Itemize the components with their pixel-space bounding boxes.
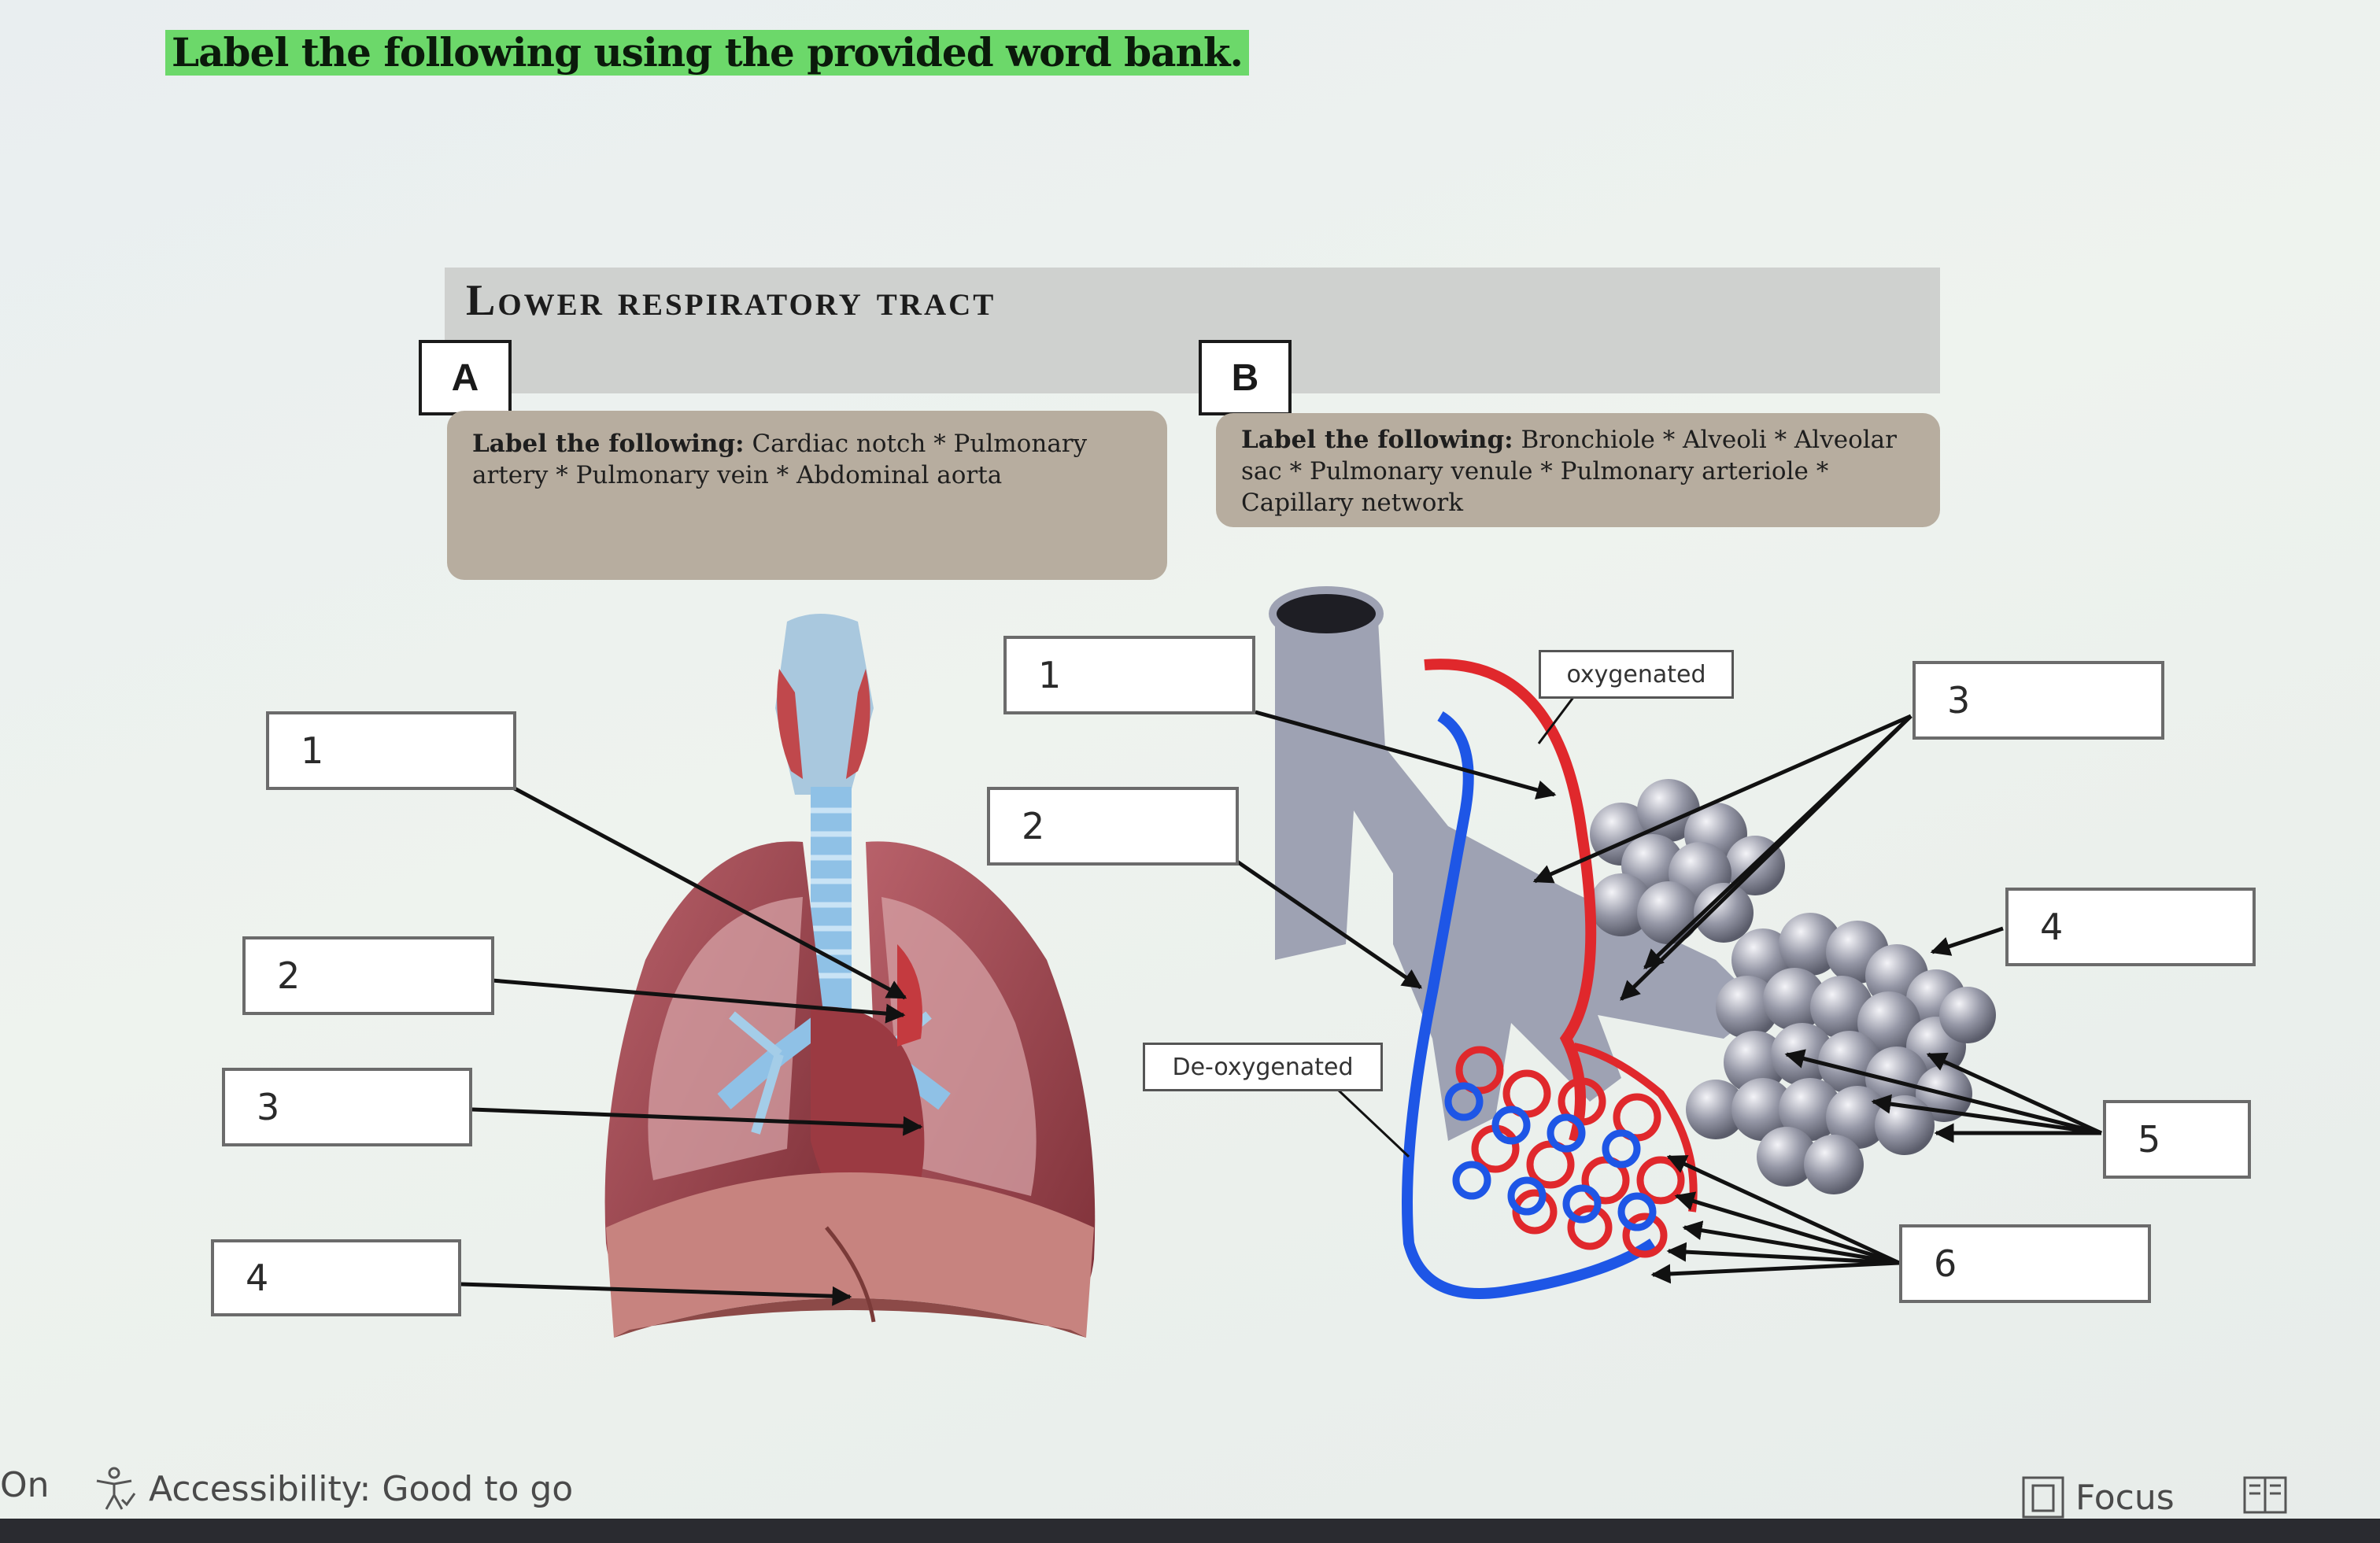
lungs-illustration (605, 614, 1096, 1338)
panel-b-label-box-2[interactable]: 2 (987, 787, 1239, 866)
focus-label: Focus (2075, 1478, 2175, 1518)
panel-b-label-box-6[interactable]: 6 (1899, 1224, 2151, 1303)
accessibility-icon (91, 1465, 138, 1512)
panel-b-label-box-1[interactable]: 1 (1003, 636, 1255, 714)
accessibility-status[interactable]: Accessibility: Good to go (91, 1465, 573, 1512)
panel-b-label-box-5[interactable]: 5 (2103, 1100, 2251, 1179)
book-view-icon (2241, 1473, 2289, 1517)
accessibility-text: Accessibility: Good to go (149, 1469, 573, 1509)
status-bar: On Accessibility: Good to go Focus (0, 1456, 2380, 1519)
panel-a-label-box-3[interactable]: 3 (222, 1068, 472, 1146)
read-mode-button[interactable] (2241, 1473, 2289, 1526)
panel-b-label-box-3[interactable]: 3 (1913, 661, 2164, 740)
panel-a-label-box-1[interactable]: 1 (266, 711, 516, 790)
screen-bezel (0, 1519, 2380, 1543)
panel-b-label-box-4[interactable]: 4 (2005, 888, 2256, 966)
focus-icon (2019, 1473, 2068, 1522)
status-left-fragment: On (0, 1465, 50, 1505)
oxygenated-tag: oxygenated (1539, 650, 1734, 699)
panel-a-label-box-2[interactable]: 2 (242, 936, 494, 1015)
panel-a-label-box-4[interactable]: 4 (211, 1239, 461, 1316)
focus-button[interactable]: Focus (2019, 1473, 2175, 1522)
deoxygenated-tag: De-oxygenated (1143, 1043, 1383, 1091)
